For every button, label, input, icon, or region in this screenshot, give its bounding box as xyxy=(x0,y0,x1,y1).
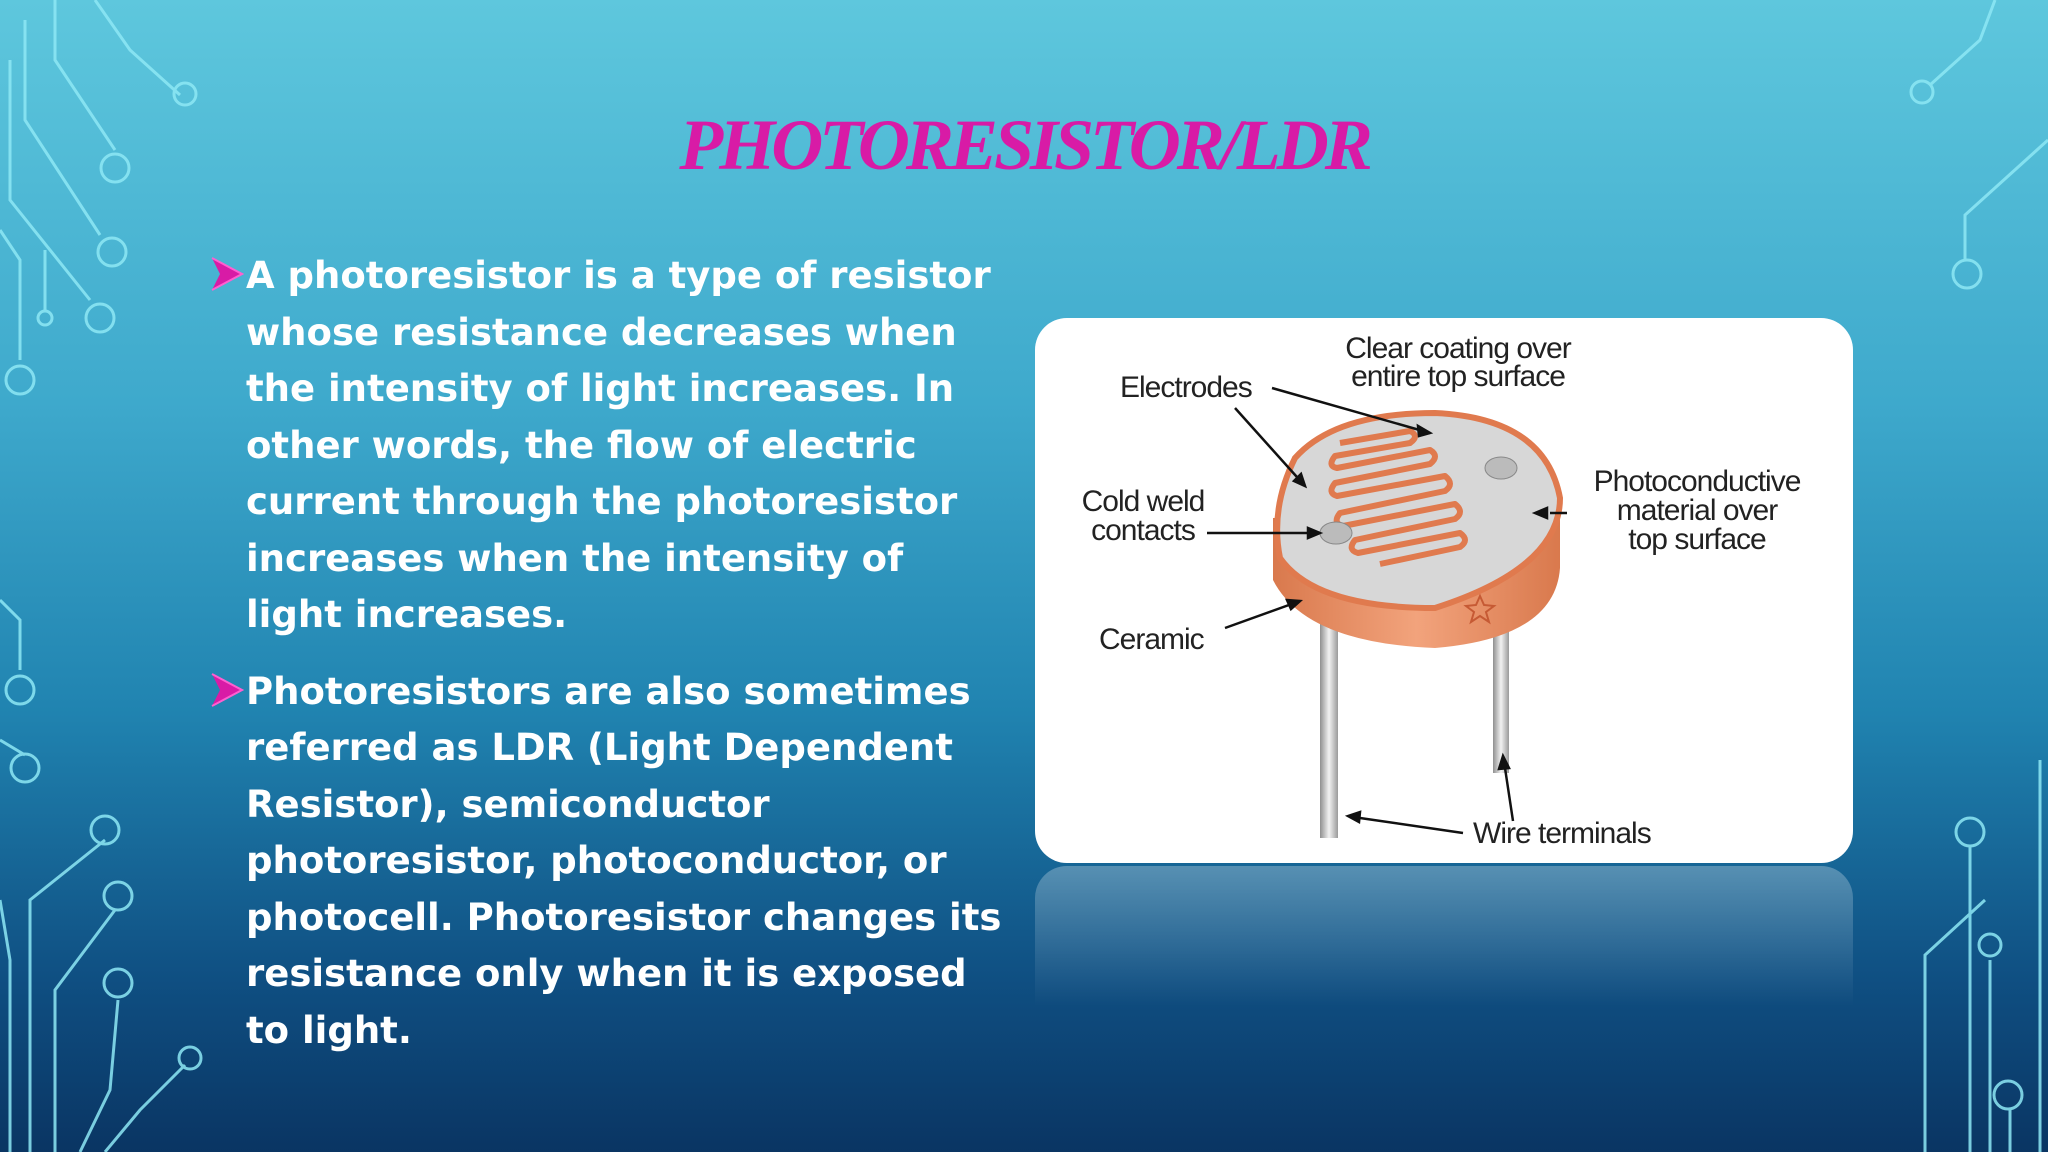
wire-terminal-left xyxy=(1320,618,1338,838)
bullet-arrow-icon xyxy=(211,672,244,707)
label-clear-coating-line1: Clear coating over xyxy=(1345,332,1571,365)
cold-weld-contact-right xyxy=(1484,456,1518,480)
bullet-item: A photoresistor is a type of resistor wh… xyxy=(210,248,1010,644)
bullet-item: Photoresistors are also sometimes referr… xyxy=(210,664,1010,1060)
image-reflection xyxy=(1035,866,1853,1006)
ldr-diagram-image: Electrodes Clear coating over entire top… xyxy=(1035,318,1853,863)
ldr-illustration: Electrodes Clear coating over entire top… xyxy=(1082,332,1802,850)
label-photoconductive-line1: Photoconductive xyxy=(1594,465,1801,498)
bullet-text: Photoresistors are also sometimes referr… xyxy=(246,669,1002,1052)
label-electrodes: Electrodes xyxy=(1120,371,1252,404)
bullet-list: A photoresistor is a type of resistor wh… xyxy=(210,248,1010,1059)
label-ceramic: Ceramic xyxy=(1099,623,1205,656)
label-photoconductive-line3: top surface xyxy=(1628,523,1766,556)
cold-weld-contact-left xyxy=(1319,521,1353,545)
callout-arrows xyxy=(1207,386,1567,835)
star-icon xyxy=(1463,593,1497,625)
photoconductive-track xyxy=(1328,428,1468,567)
label-cold-weld-line1: Cold weld xyxy=(1082,485,1205,518)
slide-title: PHOTORESISTOR/LDR xyxy=(679,105,1373,185)
bullet-arrow-icon xyxy=(211,257,244,291)
label-wire-terminals: Wire terminals xyxy=(1473,817,1651,850)
label-cold-weld-line2: contacts xyxy=(1091,514,1195,547)
label-clear-coating-line2: entire top surface xyxy=(1351,360,1565,393)
bullet-text: A photoresistor is a type of resistor wh… xyxy=(246,254,991,636)
label-photoconductive-line2: material over xyxy=(1617,494,1778,527)
